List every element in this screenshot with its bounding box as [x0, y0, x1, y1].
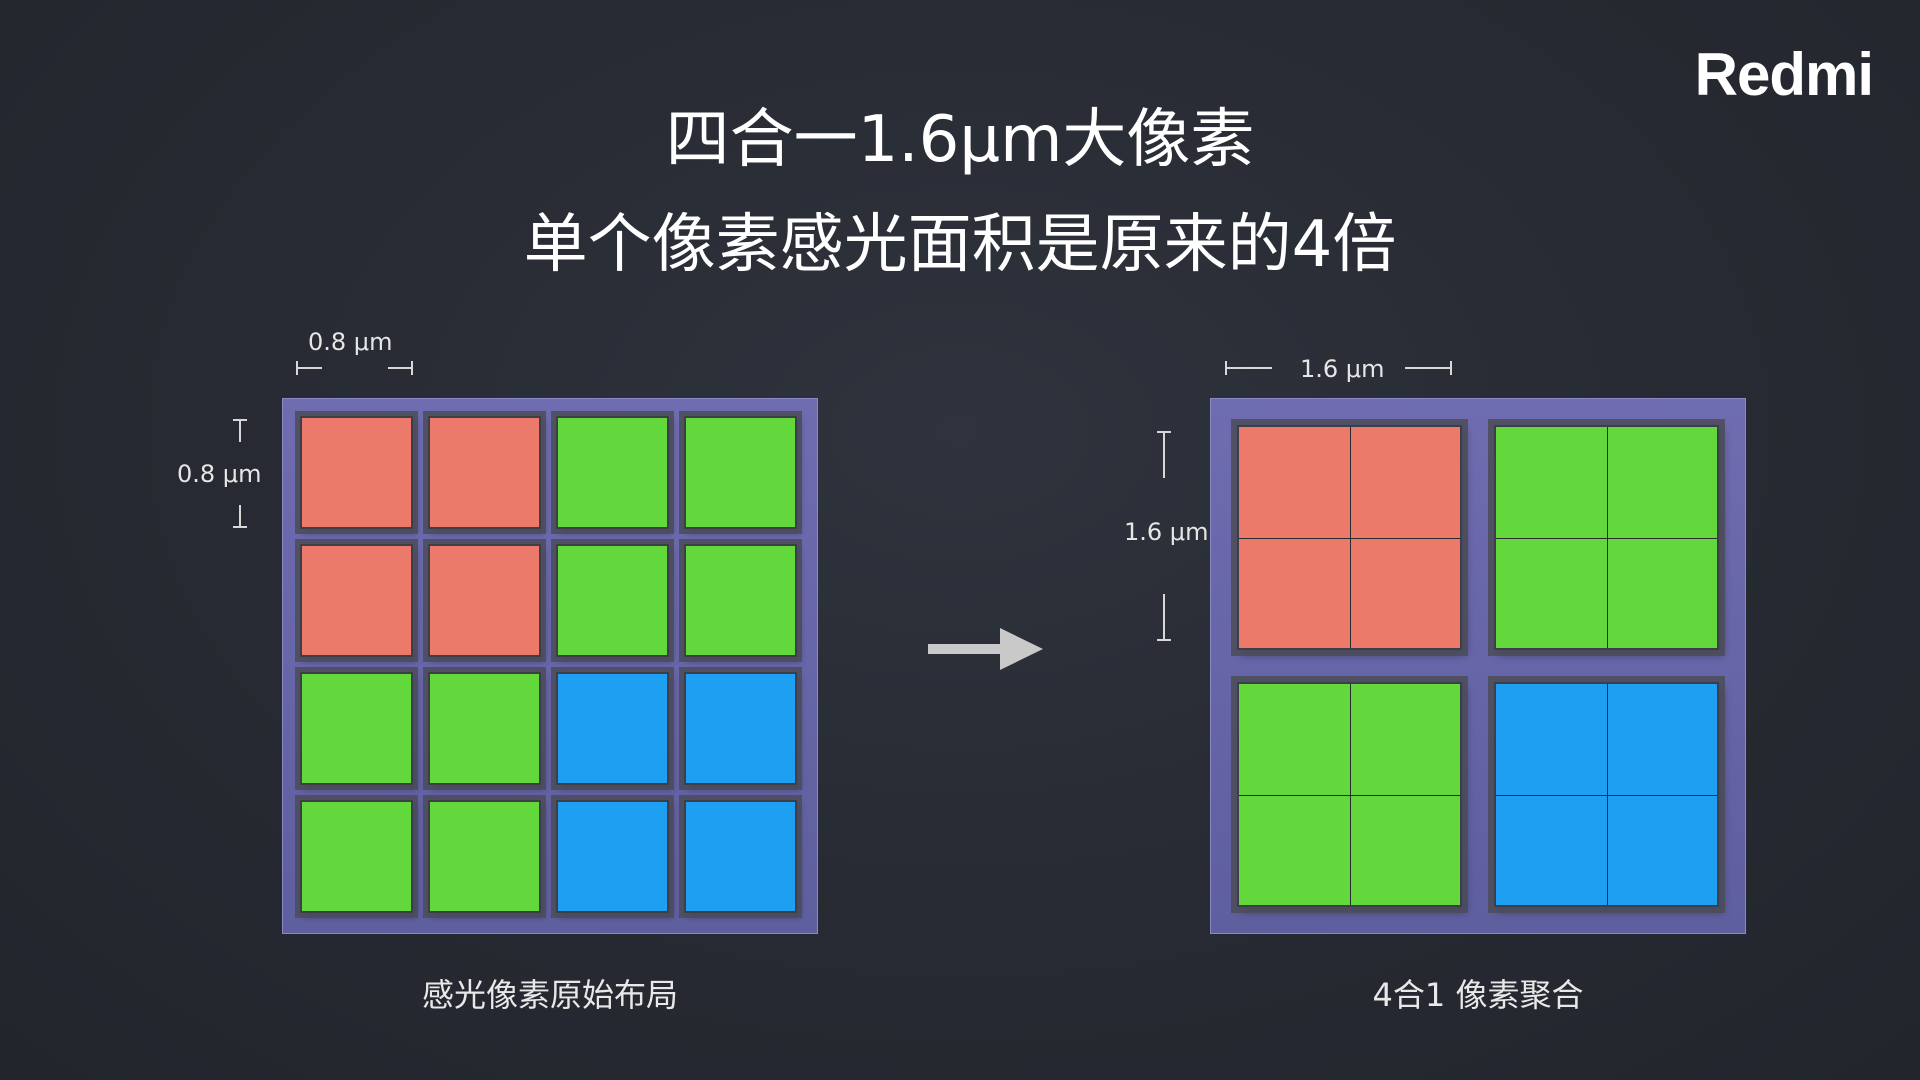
right-width-label: 1.6 μm — [1300, 355, 1385, 383]
pixel-r0-c3 — [684, 416, 797, 529]
pixel-r3-c2 — [556, 800, 669, 913]
pixel-r0-c0 — [300, 416, 413, 529]
pixel-r3-c0 — [300, 800, 413, 913]
binned-layout-caption: 4合1 像素聚合 — [1372, 976, 1584, 1014]
left-height-label: 0.8 μm — [177, 460, 262, 488]
pixel-r0-c2 — [556, 416, 669, 529]
right-height-label: 1.6 μm — [1124, 518, 1209, 546]
pixel-r1-c1 — [428, 544, 541, 657]
big-pixel-r1-c1 — [1494, 682, 1719, 907]
pixel-r1-c2 — [556, 544, 669, 657]
redmi-logo: Redmi — [1694, 41, 1874, 108]
binned-pixel-layout — [1210, 398, 1746, 934]
original-layout-caption: 感光像素原始布局 — [421, 976, 678, 1014]
big-pixel-r0-c1 — [1494, 425, 1719, 650]
pixel-r0-c1 — [428, 416, 541, 529]
pixel-r2-c3 — [684, 672, 797, 785]
big-pixel-r1-c0 — [1237, 682, 1462, 907]
pixel-r1-c3 — [684, 544, 797, 657]
right-arrow-icon — [928, 628, 1043, 670]
pixel-r2-c2 — [556, 672, 669, 785]
pixel-r1-c0 — [300, 544, 413, 657]
pixel-r3-c1 — [428, 800, 541, 913]
pixel-r2-c0 — [300, 672, 413, 785]
big-pixel-r0-c0 — [1237, 425, 1462, 650]
slide-title: 四合一1.6μm大像素 — [665, 103, 1255, 177]
left-width-label: 0.8 μm — [308, 328, 393, 356]
original-pixel-layout — [282, 398, 818, 934]
slide-subtitle: 单个像素感光面积是原来的4倍 — [523, 208, 1397, 282]
pixel-r2-c1 — [428, 672, 541, 785]
pixel-r3-c3 — [684, 800, 797, 913]
